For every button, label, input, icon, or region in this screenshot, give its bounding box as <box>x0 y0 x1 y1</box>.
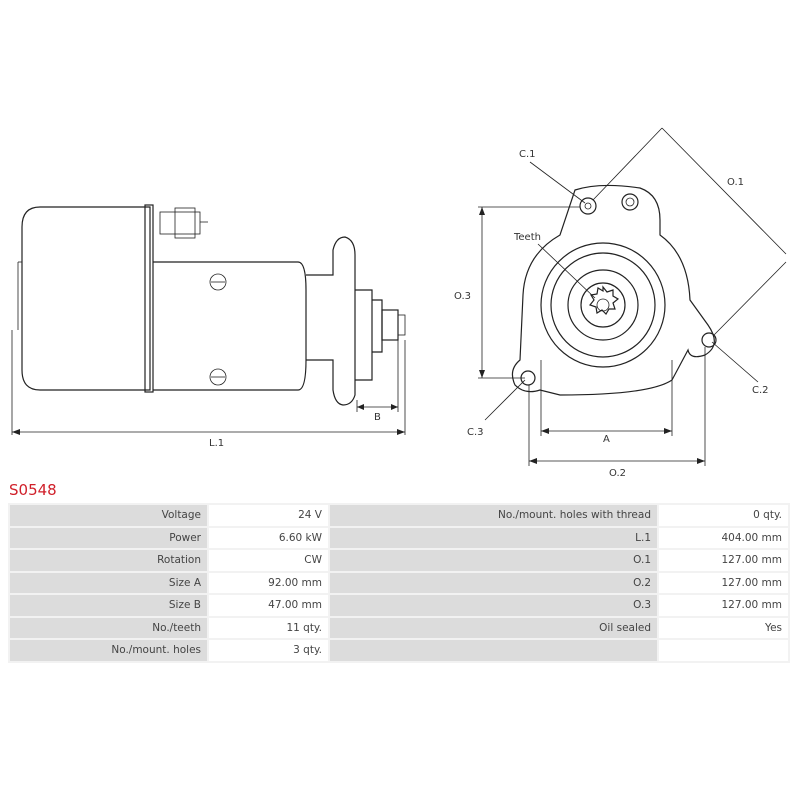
spec-value: 11 qty. <box>209 617 328 638</box>
label-o2: O.2 <box>609 468 626 479</box>
label-o3: O.3 <box>454 291 471 302</box>
label-c1: C.1 <box>519 149 536 160</box>
label-l1: L.1 <box>209 438 224 449</box>
spec-label: L.1 <box>330 527 657 548</box>
spec-label: No./teeth <box>10 617 207 638</box>
spec-value: 127.00 mm <box>659 595 788 616</box>
spec-value: Yes <box>659 617 788 638</box>
technical-drawing: L.1 B C.1 O.1 Teet <box>11 127 787 479</box>
label-b: B <box>374 412 381 423</box>
spec-label: O.3 <box>330 595 657 616</box>
label-a: A <box>603 434 610 445</box>
side-view: L.1 B <box>11 204 406 449</box>
label-c3: C.3 <box>467 427 484 438</box>
spec-value: 47.00 mm <box>209 595 328 616</box>
front-view: C.1 O.1 Teeth O.3 C.2 C.3 A O.2 <box>454 127 787 479</box>
spec-label: Voltage <box>10 505 207 526</box>
spec-value: 127.00 mm <box>659 550 788 571</box>
spec-value: 3 qty. <box>209 640 328 661</box>
label-o1: O.1 <box>727 177 744 188</box>
spec-label <box>330 640 657 661</box>
label-teeth: Teeth <box>513 232 541 243</box>
spec-label: O.2 <box>330 572 657 593</box>
spec-value: 404.00 mm <box>659 527 788 548</box>
spec-label: Size A <box>10 572 207 593</box>
spec-label: Power <box>10 527 207 548</box>
spec-label: Size B <box>10 595 207 616</box>
spec-value: 24 V <box>209 505 328 526</box>
spec-label: Oil sealed <box>330 617 657 638</box>
spec-value <box>659 640 788 661</box>
spec-label: No./mount. holes <box>10 640 207 661</box>
spec-value: 92.00 mm <box>209 572 328 593</box>
part-number: S0548 <box>9 481 57 499</box>
spec-label: O.1 <box>330 550 657 571</box>
spec-value: 0 qty. <box>659 505 788 526</box>
spec-label: No./mount. holes with thread <box>330 505 657 526</box>
spec-value: CW <box>209 550 328 571</box>
spec-value: 127.00 mm <box>659 572 788 593</box>
spec-value: 6.60 kW <box>209 527 328 548</box>
spec-label: Rotation <box>10 550 207 571</box>
label-c2: C.2 <box>752 385 769 396</box>
